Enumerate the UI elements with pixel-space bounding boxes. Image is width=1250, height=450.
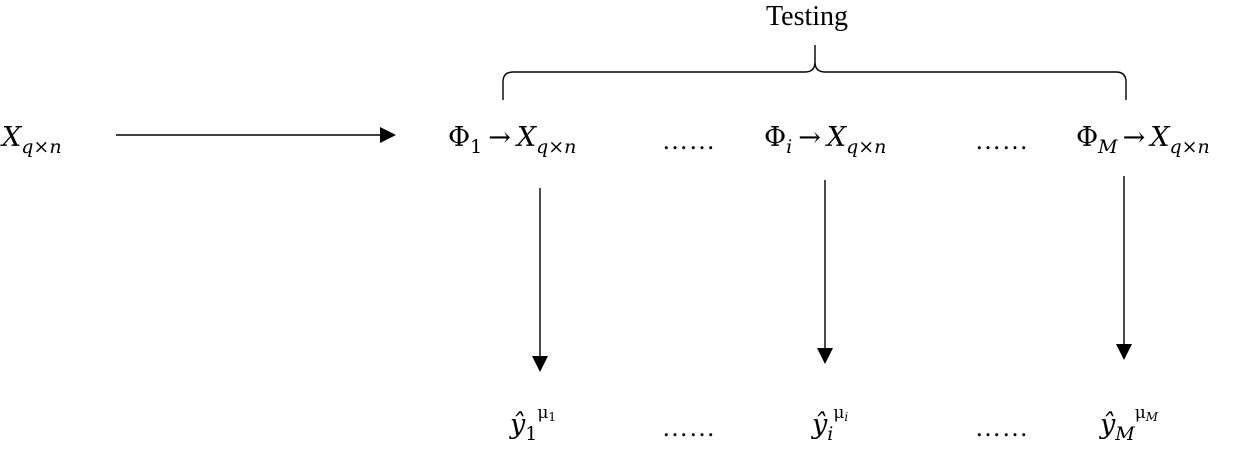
output-i-hat: ŷ xyxy=(812,409,828,440)
output-i-label: ŷiμi xyxy=(812,405,848,444)
model-i-dims: q×n xyxy=(846,136,887,158)
output-arrow-head-M xyxy=(1116,344,1132,360)
testing-label: Testing xyxy=(766,1,849,32)
model-i-arrow: → xyxy=(798,122,821,153)
output-1-label: ŷ1μ1 xyxy=(510,405,556,444)
model-1-index: 1 xyxy=(470,136,483,158)
output-1-sup: μ1 xyxy=(537,403,557,424)
model-M-label: ΦM→Xq×n xyxy=(1076,124,1210,157)
model-1-phi: Φ xyxy=(448,122,471,153)
model-M-dims: q×n xyxy=(1169,136,1210,158)
output-1-hat: ŷ xyxy=(510,409,526,440)
output-arrow-head-1 xyxy=(532,356,548,372)
output-i-sub: i xyxy=(827,423,834,445)
output-M-sup: μM xyxy=(1134,403,1159,424)
model-i-index: i xyxy=(786,136,793,158)
model-1-label: Φ1→Xq×n xyxy=(448,124,576,157)
model-M-arrow: → xyxy=(1122,122,1146,153)
output-i-mu: μ xyxy=(833,403,845,423)
output-M-sub: M xyxy=(1115,423,1135,445)
output-1-mu: μ xyxy=(537,403,549,423)
input-dims: q×n xyxy=(21,136,62,158)
model-M-phi: Φ xyxy=(1076,122,1099,153)
input-var: X xyxy=(2,122,22,153)
model-i-var: X xyxy=(826,122,847,153)
input-matrix-label: Xq×n xyxy=(2,124,62,157)
output-1-sub: 1 xyxy=(525,423,538,445)
model-1-var: X xyxy=(516,122,537,153)
output-1-mu-sub: 1 xyxy=(548,410,557,424)
model-1-arrow: → xyxy=(488,122,511,153)
model-M-var: X xyxy=(1150,122,1170,153)
model-M-index: M xyxy=(1098,136,1118,158)
ellipsis-top-2: …… xyxy=(975,126,1029,155)
ellipsis-bottom-2: …… xyxy=(975,413,1029,442)
output-i-mu-sub: i xyxy=(844,410,849,424)
model-i-label: Φi→Xq×n xyxy=(764,124,886,157)
output-M-mu-sub: M xyxy=(1145,410,1159,424)
output-i-sup: μi xyxy=(833,403,849,424)
output-M-label: ŷMμM xyxy=(1100,405,1158,444)
output-M-hat: ŷ xyxy=(1100,409,1116,440)
model-1-dims: q×n xyxy=(536,136,577,158)
ellipsis-bottom-1: …… xyxy=(662,413,716,442)
testing-brace xyxy=(502,45,1127,100)
model-i-phi: Φ xyxy=(764,122,787,153)
input-arrow-head xyxy=(380,127,396,143)
output-arrow-head-i xyxy=(817,348,833,364)
ellipsis-top-1: …… xyxy=(662,126,716,155)
output-M-mu: μ xyxy=(1134,403,1146,423)
